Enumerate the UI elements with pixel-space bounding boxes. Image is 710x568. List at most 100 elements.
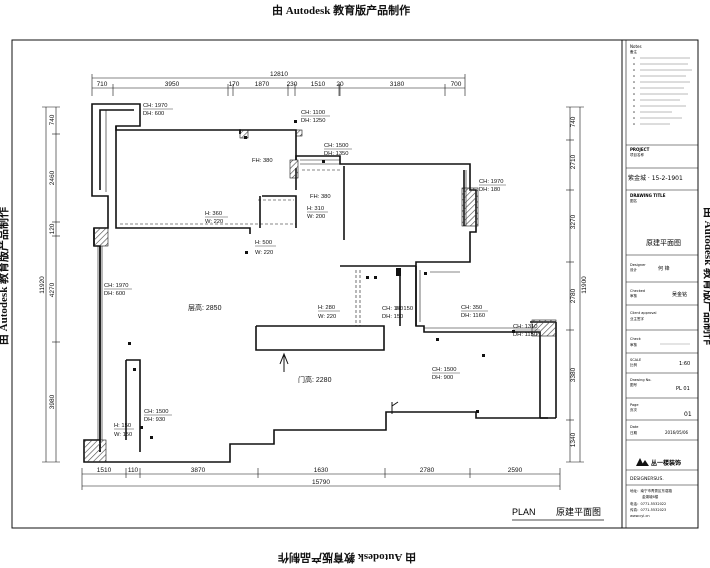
dims-top-labels: 12810 710 3950 170 1870 230 1510 20 3180…	[97, 71, 462, 88]
ann-ch: CH: 1970	[104, 283, 129, 289]
ann-ch: CH: 150	[382, 306, 403, 312]
company-address2: 金湖城6楼	[642, 494, 659, 499]
designer-label: Designer	[630, 263, 646, 267]
dim-top-seg: 20	[336, 81, 344, 88]
dim-bottom-seg: 1510	[97, 467, 112, 474]
dims-right	[566, 106, 584, 463]
ann-dh: DH: 900	[432, 375, 453, 381]
scale-sub: 比例	[630, 362, 638, 367]
drawing-no-sub: 图号	[630, 382, 638, 387]
ann-ceiling: 层高: 2850	[188, 303, 222, 312]
dim-top-seg: 170	[229, 81, 240, 88]
ann-w: W: 150	[114, 432, 132, 438]
plan-dashed	[120, 169, 361, 326]
ann-dh: DH: 180	[479, 187, 500, 193]
ann-w: W: 220	[205, 219, 223, 225]
dim-right-seg: 740	[570, 116, 577, 127]
ann-dh: DH: 150	[382, 314, 403, 320]
ann-w: W: 220	[255, 250, 273, 256]
scale-label: SCALE	[630, 358, 641, 362]
ann-w: W: 220	[318, 314, 336, 320]
client-label: Client approval	[630, 311, 657, 315]
dim-top-seg: 1510	[311, 81, 326, 88]
company-logo-icon	[636, 458, 644, 466]
drawing-no: PL 01	[676, 386, 690, 392]
designer-name: 何 锋	[658, 265, 670, 272]
ann-h: H: 150	[114, 423, 131, 429]
dim-top-seg: 230	[287, 81, 298, 88]
plan-markers	[128, 120, 515, 439]
dims-bottom-labels: 1510 110 3870 1630 2780 2590 15790	[97, 467, 523, 486]
ann-ch: CH: 1310	[513, 324, 538, 330]
check-sub: 审核	[630, 342, 638, 347]
dim-top-seg: 3180	[390, 81, 405, 88]
ann-h: H: 310	[307, 206, 324, 212]
drawing-title-sub: 图名	[630, 198, 637, 203]
ann-dh: DH: 1350	[324, 151, 349, 157]
ann-dh: DH: 600	[104, 291, 125, 297]
dim-left-seg: 120	[49, 223, 56, 234]
ann-ch: CH: 1970	[479, 179, 504, 185]
dim-bottom-seg: 2590	[508, 467, 523, 474]
notes-label: Notes	[630, 44, 642, 49]
date-label: Date	[630, 425, 638, 429]
drawing-title-label: DRAWING TITLE	[630, 193, 666, 198]
designer-sub: 设计	[630, 267, 638, 272]
dim-left-seg: 2460	[49, 170, 56, 185]
ann-ch: CH: 1100	[301, 110, 325, 116]
client-sub: 业主签字	[630, 316, 644, 321]
ann-h: H: 150	[396, 306, 413, 312]
dims-top	[91, 74, 466, 96]
dim-left-total: 11920	[39, 276, 46, 294]
dim-top-seg: 710	[97, 81, 108, 88]
dim-right-seg: 2710	[570, 154, 577, 169]
dims-bottom	[81, 468, 561, 490]
drawing-no-label: Drawing No.	[630, 378, 651, 382]
drawing-title: 原建平面图	[646, 238, 681, 247]
date-sub: 日期	[630, 430, 638, 435]
title-block: Notes 备注 PROJECT 项目名称 紫金城 · 15-2-1901 DR…	[621, 40, 698, 528]
ann-fh: FH: 380	[252, 158, 273, 164]
dim-bottom-seg: 2780	[420, 467, 435, 474]
dim-bottom-seg: 110	[128, 467, 139, 474]
plan-annotations: CH: 1970 DH: 600 CH: 1100 DH: 1250 CH: 1…	[104, 103, 540, 438]
dim-right-seg: 2780	[570, 288, 577, 303]
sheet-frame	[11, 39, 699, 529]
dim-top-seg: 700	[451, 81, 462, 88]
ann-ch: CH: 350	[461, 305, 482, 311]
dims-left	[42, 106, 60, 463]
ann-dh: DH: 1150	[513, 332, 537, 338]
ann-ch: CH: 1500	[144, 409, 169, 415]
ann-dh: DH: 930	[144, 417, 165, 423]
plan-title-cn: 原建平面图	[556, 506, 601, 517]
dims-right-labels: 740 2710 3270 2780 3380 1340 11900	[570, 116, 588, 447]
dim-left-seg: 3980	[49, 394, 56, 409]
dim-right-seg: 3270	[570, 214, 577, 229]
dim-left-seg: 4270	[49, 282, 56, 297]
ann-dh: DH: 1160	[461, 313, 485, 319]
ann-fh: FH: 380	[310, 194, 331, 200]
plan-windows	[97, 110, 536, 440]
page-value: 01	[684, 411, 692, 418]
project-name: 紫金城 · 15-2-1901	[628, 174, 683, 182]
ann-door-height: 门高: 2280	[298, 375, 332, 384]
dim-bottom-seg: 1630	[314, 467, 329, 474]
page-label: Page	[630, 403, 638, 407]
company-tel: 电话：0771-5532022	[630, 501, 666, 506]
project-label: PROJECT	[630, 147, 650, 152]
date-value: 2016/05/06	[665, 430, 689, 435]
plan-hatched	[83, 129, 557, 463]
ann-h: H: 500	[255, 240, 272, 246]
company-address: 地址：南宁市青秀区东葛路	[630, 488, 672, 493]
dim-bottom-seg: 3870	[191, 467, 206, 474]
ann-ch: CH: 1970	[143, 103, 168, 109]
door-icon	[391, 401, 399, 414]
ann-w: W: 200	[307, 214, 325, 220]
company-name: 丛一楼装饰	[651, 459, 681, 467]
ann-h: H: 360	[205, 211, 222, 217]
checked-sub: 审核	[630, 293, 638, 298]
company-fax: 传真：0771-5532023	[630, 507, 666, 512]
dim-top-total: 12810	[270, 71, 288, 78]
